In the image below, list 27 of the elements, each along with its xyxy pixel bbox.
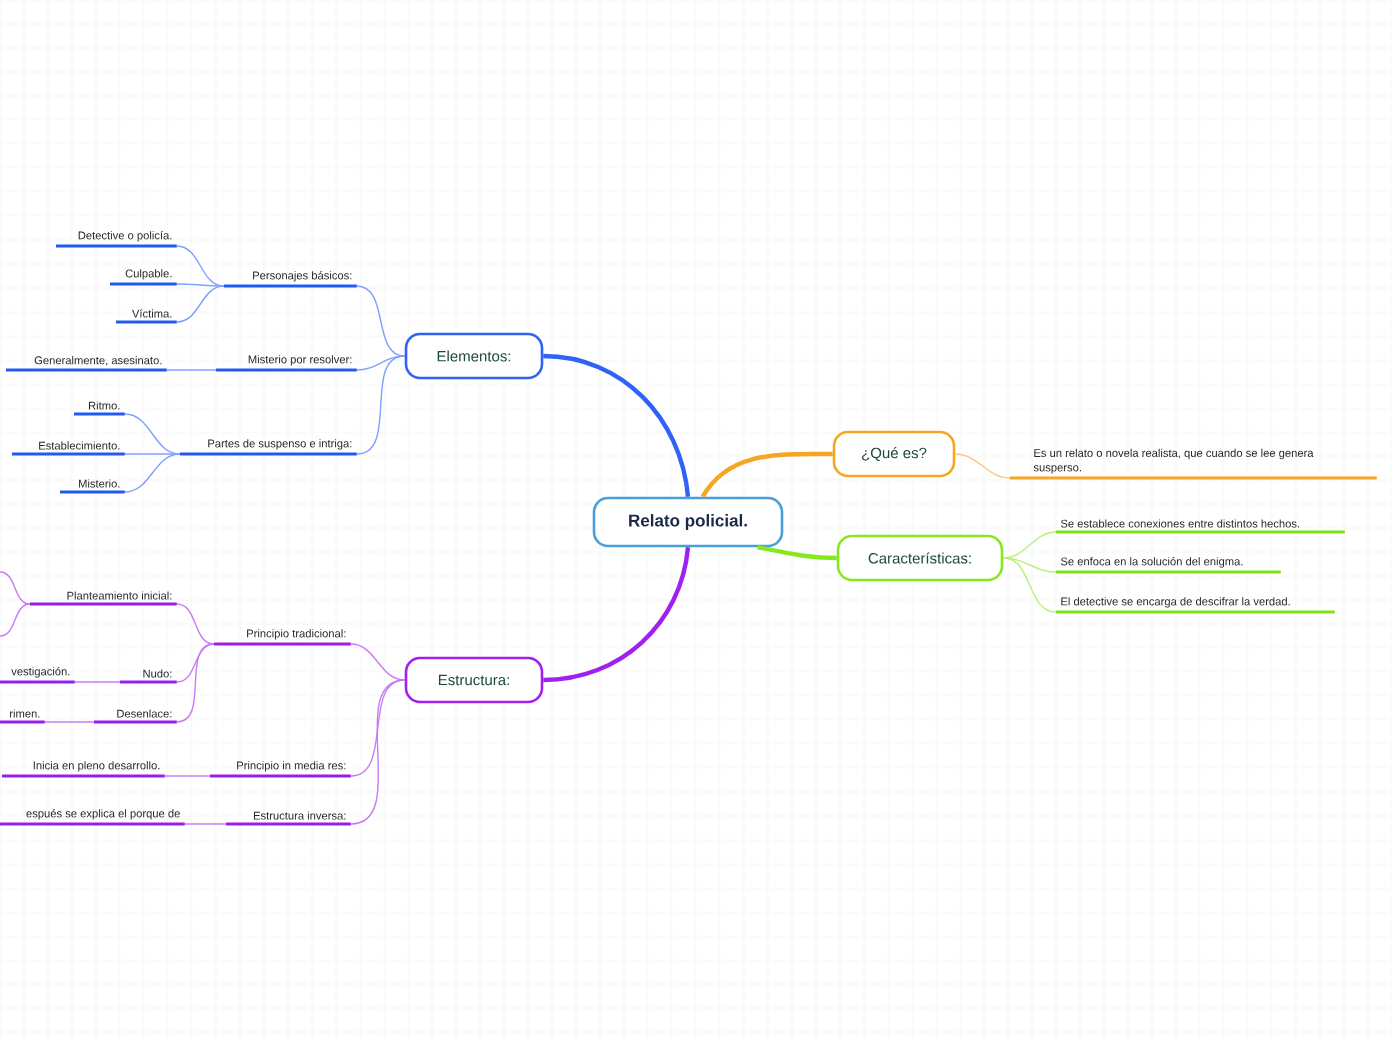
connector: [356, 355, 406, 455]
connector: [700, 451, 833, 498]
connector: [74, 681, 121, 683]
connector: [176, 245, 225, 287]
connector: [176, 643, 215, 723]
connector: [757, 545, 837, 561]
connector: [176, 603, 215, 645]
connector: [44, 721, 95, 723]
topic-box: Relato policial.: [592, 496, 784, 548]
connector: [176, 285, 225, 323]
connector: [1002, 557, 1057, 613]
connector: [176, 283, 225, 287]
connector: [1002, 531, 1057, 559]
connector: [350, 679, 406, 825]
connector: [0, 571, 31, 605]
connector: [124, 453, 181, 493]
connector: [184, 823, 227, 825]
connector: [124, 453, 181, 455]
connector: [164, 775, 211, 777]
connector: [176, 643, 215, 683]
connector: [350, 643, 406, 681]
connector: [166, 369, 217, 371]
connector: [0, 603, 31, 637]
connector: [543, 547, 691, 683]
connector: [543, 353, 691, 498]
connector: [356, 285, 406, 357]
connector: [954, 453, 1011, 479]
